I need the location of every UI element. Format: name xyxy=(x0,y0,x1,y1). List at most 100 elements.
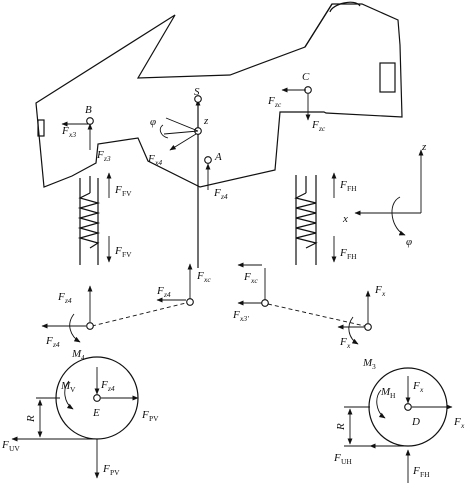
coord-phi-arc xyxy=(391,196,406,236)
svg-text:F: F xyxy=(100,379,108,391)
svg-text:F: F xyxy=(102,463,110,475)
svg-text:F: F xyxy=(213,187,221,199)
svg-text:F: F xyxy=(339,247,347,259)
svg-text:F: F xyxy=(114,184,122,196)
svg-text:x: x xyxy=(346,341,351,350)
phi-arc xyxy=(159,124,169,139)
point-link-front xyxy=(186,298,194,306)
cab-window-right xyxy=(379,62,396,93)
svg-text:F: F xyxy=(339,336,347,348)
arrow-Fx4-top xyxy=(169,133,197,151)
phi-line-2 xyxy=(165,117,199,132)
svg-text:FV: FV xyxy=(122,189,132,198)
point-B xyxy=(86,117,94,125)
svg-text:F: F xyxy=(412,380,420,392)
svg-text:F: F xyxy=(453,416,461,428)
svg-text:x: x xyxy=(419,385,424,394)
svg-text:z4: z4 xyxy=(107,384,115,393)
svg-text:F: F xyxy=(412,465,420,477)
svg-text:UH: UH xyxy=(341,457,352,466)
svg-text:x: x xyxy=(381,289,386,298)
svg-text:F: F xyxy=(1,439,9,451)
svg-text:F: F xyxy=(374,284,382,296)
svg-text:UV: UV xyxy=(9,444,20,453)
svg-text:xc: xc xyxy=(203,275,211,284)
svg-text:F: F xyxy=(156,285,164,297)
phi-line-1 xyxy=(163,130,199,135)
svg-text:F: F xyxy=(114,245,122,257)
svg-text:H: H xyxy=(390,391,396,400)
point-front-hub xyxy=(86,322,94,330)
svg-text:F: F xyxy=(57,291,65,303)
svg-text:F: F xyxy=(147,153,155,165)
svg-text:4: 4 xyxy=(81,353,85,362)
moment-MV-arc xyxy=(64,380,74,410)
svg-text:F: F xyxy=(267,95,275,107)
svg-text:z4: z4 xyxy=(52,340,60,349)
svg-text:z4: z4 xyxy=(64,296,72,305)
label-C: C xyxy=(302,71,310,83)
svg-text:xc: xc xyxy=(250,276,258,285)
svg-text:z3: z3 xyxy=(103,154,111,163)
coord-phi-label: φ xyxy=(406,236,412,248)
point-rear-hub xyxy=(364,323,372,331)
svg-text:x: x xyxy=(460,421,465,430)
svg-text:F: F xyxy=(339,179,347,191)
svg-text:zc: zc xyxy=(318,124,326,133)
moment-M4-arc xyxy=(69,313,81,343)
svg-text:M: M xyxy=(71,348,82,360)
point-A xyxy=(204,156,212,164)
svg-text:F: F xyxy=(61,125,69,137)
moment-M3-arc xyxy=(348,316,359,345)
svg-text:zc: zc xyxy=(274,100,282,109)
svg-text:PV: PV xyxy=(110,468,120,477)
label-D: D xyxy=(411,416,420,428)
svg-text:FH: FH xyxy=(347,252,357,261)
svg-text:F: F xyxy=(311,119,319,131)
spring-right xyxy=(294,192,318,249)
svg-text:x4: x4 xyxy=(154,158,162,167)
svg-text:FH: FH xyxy=(420,470,430,479)
svg-text:M: M xyxy=(60,380,71,392)
svg-text:F: F xyxy=(333,452,341,464)
point-D xyxy=(404,403,412,411)
svg-text:F: F xyxy=(141,409,149,421)
svg-text:F: F xyxy=(45,335,53,347)
svg-text:z4: z4 xyxy=(163,290,171,299)
label-z-center: z xyxy=(203,115,209,127)
label-E: E xyxy=(92,407,100,419)
front-link-dashed xyxy=(91,302,187,327)
svg-text:3: 3 xyxy=(372,362,376,371)
label-S: S xyxy=(194,86,200,98)
svg-text:F: F xyxy=(96,149,104,161)
svg-text:M: M xyxy=(380,386,391,398)
moment-MH-arc xyxy=(376,389,386,419)
rear-window-left xyxy=(37,119,45,137)
exhaust-pipe xyxy=(329,1,361,13)
tractor-body-outline xyxy=(35,3,403,188)
